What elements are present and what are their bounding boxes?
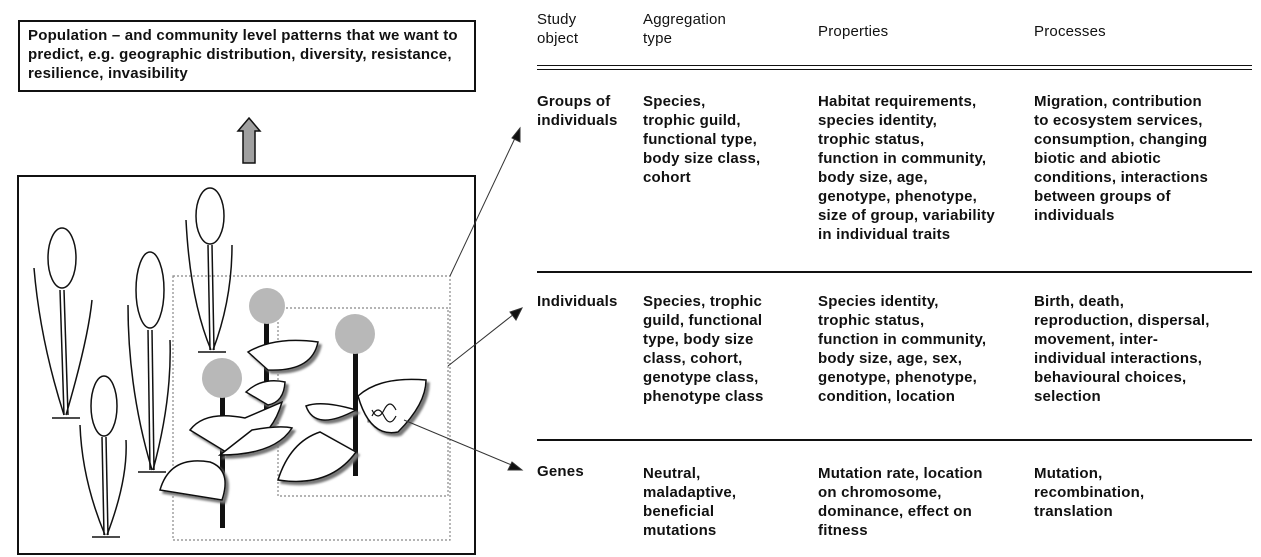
classification-table: Study object Aggregation type Properties… (537, 0, 1257, 557)
row-groups-properties: Habitat requirements, species identity, … (818, 92, 1034, 244)
row-individuals-properties: Species identity, trophic status, functi… (818, 292, 1034, 406)
header-divider-top (537, 65, 1252, 66)
row-divider (537, 271, 1252, 273)
row-groups-processes: Migration, contribution to ecosystem ser… (1034, 92, 1256, 225)
row-genes-processes: Mutation, recombination, translation (1034, 464, 1256, 521)
landscape-frame (18, 176, 475, 554)
header-processes: Processes (1034, 22, 1256, 41)
row-divider (537, 439, 1252, 441)
up-arrow-icon (238, 118, 260, 163)
header-aggregation-type: Aggregation type (643, 10, 813, 48)
connector-arrows (404, 128, 522, 470)
row-groups-aggregation: Species, trophic guild, functional type,… (643, 92, 813, 187)
row-individuals-aggregation: Species, trophic guild, functional type,… (643, 292, 813, 406)
header-study-object: Study object (537, 10, 637, 48)
row-genes-study-object: Genes (537, 462, 637, 481)
row-genes-properties: Mutation rate, location on chromosome, d… (818, 464, 1034, 540)
row-individuals-processes: Birth, death, reproduction, dispersal, m… (1034, 292, 1256, 406)
flower-icon (160, 288, 426, 528)
header-properties: Properties (818, 22, 1034, 41)
row-groups-study-object: Groups of individuals (537, 92, 637, 130)
row-genes-aggregation: Neutral, maladaptive, beneficial mutatio… (643, 464, 813, 540)
header-divider-bottom (537, 69, 1252, 70)
row-individuals-study-object: Individuals (537, 292, 637, 311)
